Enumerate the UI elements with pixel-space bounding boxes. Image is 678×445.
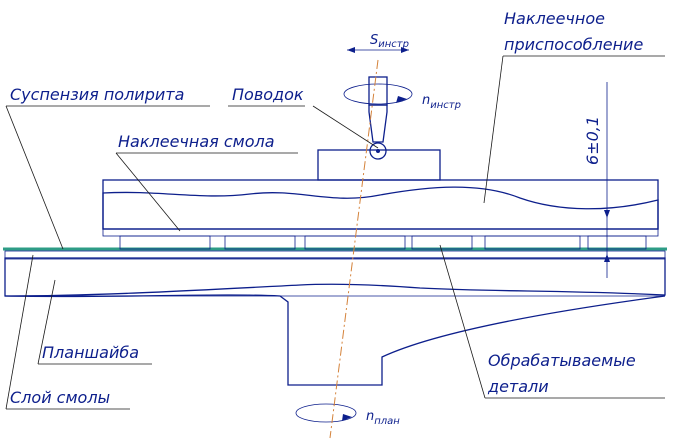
fixture-label-line1: Наклеечное — [504, 9, 605, 28]
suspension-label: Суспензия полирита — [10, 85, 184, 104]
driver — [368, 76, 388, 160]
gluing-resin-layer — [102, 228, 659, 237]
lap-plate — [4, 257, 666, 386]
dimension-mark: 6±0,1 — [583, 82, 610, 278]
workpieces-label-line1: Обрабатываемые — [488, 351, 636, 370]
lap-plate-label: Планшайба — [42, 343, 139, 362]
tool-stroke-arrow — [347, 47, 409, 53]
rotation-axis — [329, 59, 379, 439]
workpieces-label-line2: детали — [487, 377, 549, 396]
fixture-label-line2: приспособление — [504, 35, 643, 54]
s-tool-symbol: Sинстр — [370, 33, 409, 50]
dimension-value: 6±0,1 — [583, 116, 602, 165]
resin-layer-label: Слой смолы — [10, 388, 110, 407]
n-tool-symbol: nинстр — [422, 93, 461, 111]
resin-layer — [4, 250, 666, 260]
tool-rotation-arrow — [343, 83, 413, 105]
n-plate-symbol: nплан — [366, 409, 400, 427]
driver-label: Поводок — [232, 85, 304, 104]
gluing-resin-label: Наклеечная смола — [118, 132, 275, 151]
gluing-fixture — [102, 149, 659, 230]
leader-lines — [5, 55, 665, 410]
plate-rotation-arrow — [295, 403, 357, 423]
workpieces — [119, 235, 647, 250]
